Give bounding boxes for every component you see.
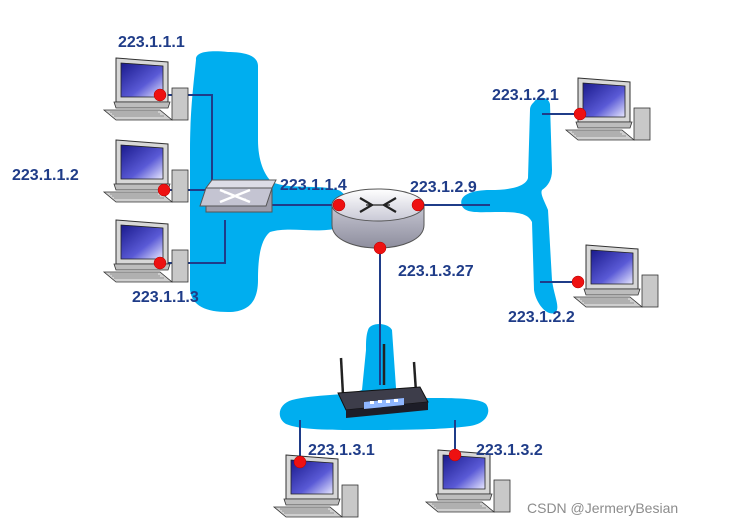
router-icon <box>332 189 424 248</box>
label-223-1-1-1: 223.1.1.1 <box>118 34 185 51</box>
interface-dot <box>154 257 166 269</box>
label-223-1-2-1: 223.1.2.1 <box>492 87 559 104</box>
label-223-1-2-9: 223.1.2.9 <box>410 179 477 196</box>
interface-dot <box>154 89 166 101</box>
interface-dot <box>333 199 345 211</box>
label-223-1-3-2: 223.1.3.2 <box>476 442 543 459</box>
interface-dot <box>374 242 386 254</box>
label-223-1-3-27: 223.1.3.27 <box>398 263 474 280</box>
label-223-1-1-4: 223.1.1.4 <box>280 177 347 194</box>
host-223-1-1-3-icon <box>104 220 188 282</box>
interface-dot <box>574 108 586 120</box>
host-223-1-3-2-icon <box>426 450 510 512</box>
host-223-1-1-2-icon <box>104 140 188 202</box>
label-223-1-1-2: 223.1.1.2 <box>12 167 79 184</box>
interface-dot <box>572 276 584 288</box>
interface-dot <box>294 456 306 468</box>
interface-dot <box>449 449 461 461</box>
interface-dot <box>412 199 424 211</box>
label-223-1-2-2: 223.1.2.2 <box>508 309 575 326</box>
host-223-1-1-1-icon <box>104 58 188 120</box>
switch-icon <box>200 180 276 212</box>
watermark: CSDN @JermeryBesian <box>527 500 678 516</box>
wireless-ap-icon <box>338 344 428 418</box>
host-223-1-3-1-icon <box>274 455 358 517</box>
label-223-1-1-3: 223.1.1.3 <box>132 289 199 306</box>
host-223-1-2-2-icon <box>574 245 658 307</box>
interface-dot <box>158 184 170 196</box>
label-223-1-3-1: 223.1.3.1 <box>308 442 375 459</box>
